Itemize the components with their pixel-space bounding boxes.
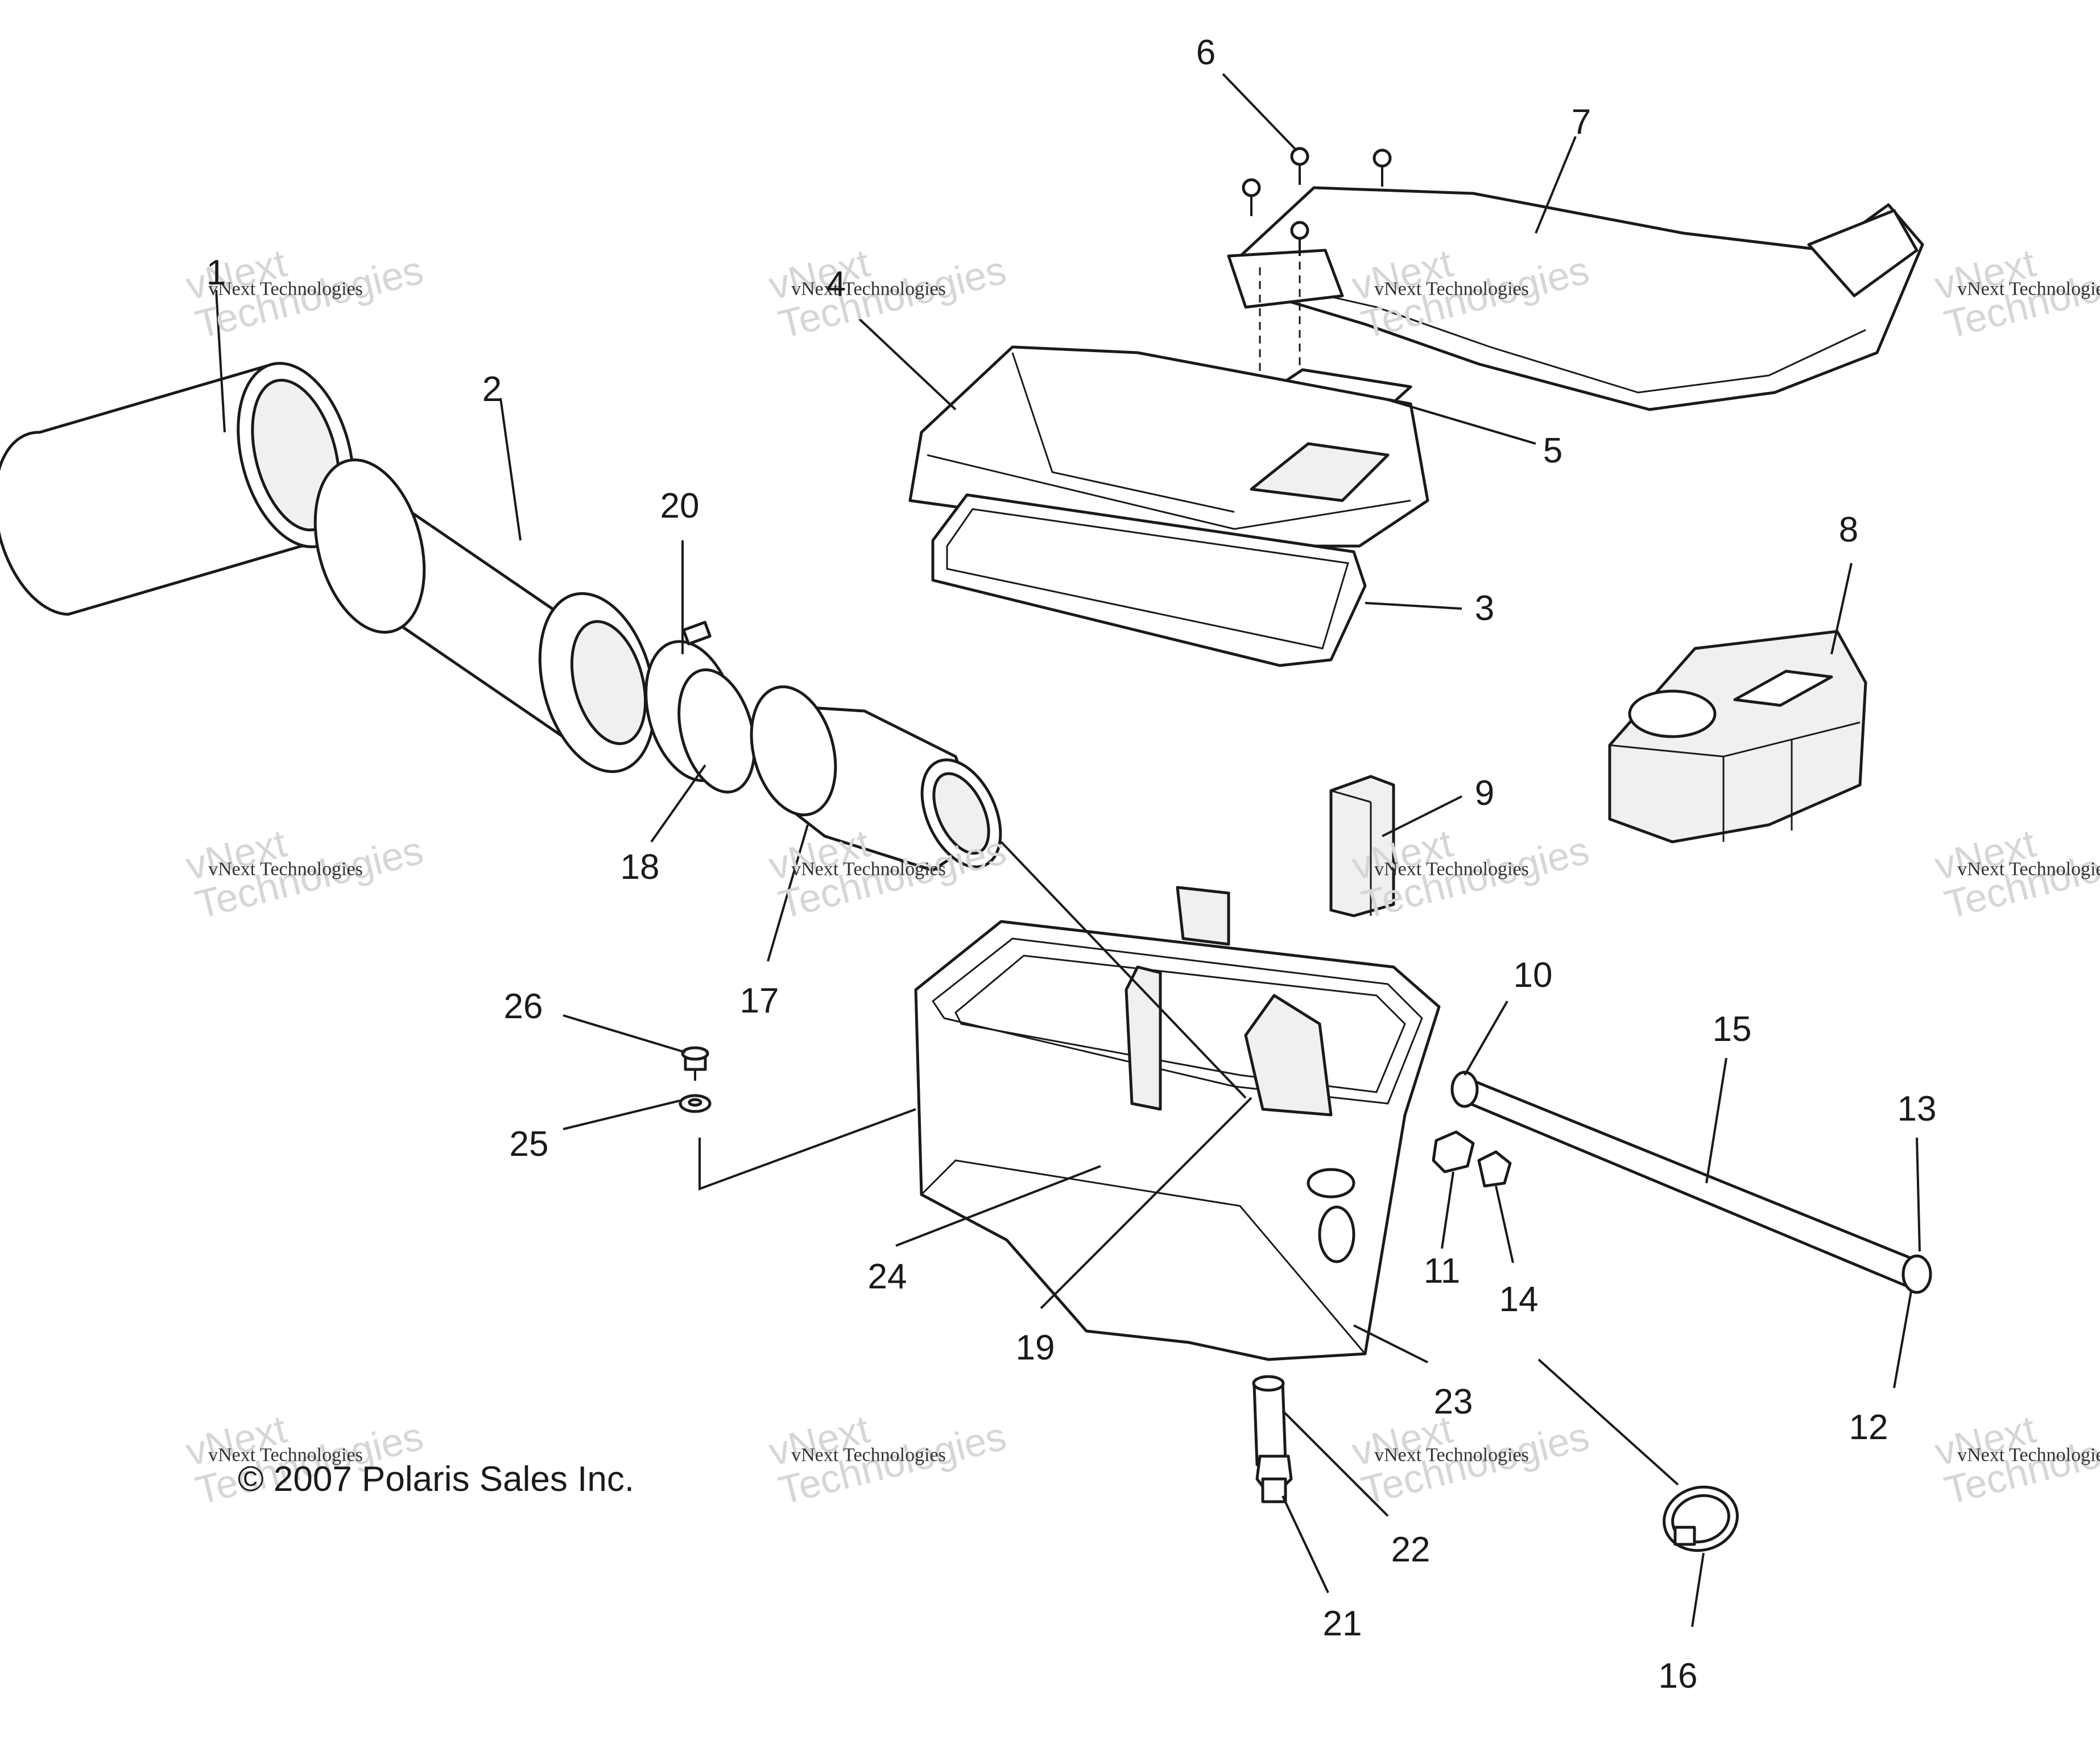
copyright-notice: © 2007 Polaris Sales Inc. <box>238 1460 635 1499</box>
part-8-foam-block <box>1608 630 1867 844</box>
callout-3: 3 <box>1474 589 1495 628</box>
callout-7: 7 <box>1571 102 1591 142</box>
callout-13: 13 <box>1897 1089 1937 1129</box>
callout-12: 12 <box>1849 1408 1888 1447</box>
callout-20: 20 <box>660 486 700 526</box>
callout-23: 23 <box>1433 1382 1473 1421</box>
part-18-20-coupler-clamp <box>644 621 756 794</box>
callout-9: 9 <box>1474 774 1495 813</box>
callout-24: 24 <box>867 1257 907 1296</box>
part-17-intake-adaptor <box>750 685 1002 872</box>
callout-17: 17 <box>739 981 779 1020</box>
part-24-airbox-housing <box>914 886 1441 1361</box>
leader-lines <box>215 73 1921 1627</box>
part-11-14-caps <box>1432 1130 1512 1188</box>
part-4-airbox-lid <box>908 345 1429 548</box>
callout-5: 5 <box>1543 431 1563 470</box>
callout-22: 22 <box>1391 1530 1431 1569</box>
callout-18: 18 <box>620 848 660 887</box>
part-9-foam-strip <box>1329 775 1395 918</box>
part-3-seal <box>931 493 1367 667</box>
callout-8: 8 <box>1838 510 1859 549</box>
callout-14: 14 <box>1499 1280 1539 1319</box>
callout-6: 6 <box>1196 33 1216 72</box>
callout-10: 10 <box>1513 956 1553 995</box>
part-21-22-drain-valve <box>1252 1375 1293 1503</box>
part-15-drain-tube <box>1450 1071 1932 1294</box>
callout-2: 2 <box>482 370 502 409</box>
part-16-hose-clamp <box>1663 1485 1739 1552</box>
part-1-prefilter-sleeve <box>0 362 355 616</box>
callout-19: 19 <box>1015 1328 1055 1367</box>
callout-4: 4 <box>826 265 846 304</box>
callout-16: 16 <box>1658 1656 1698 1696</box>
callout-15: 15 <box>1712 1010 1752 1049</box>
callout-25: 25 <box>509 1125 549 1164</box>
callout-11: 11 <box>1423 1251 1461 1291</box>
callout-1: 1 <box>206 253 226 292</box>
part-7-intake-duct <box>1227 186 1924 411</box>
callout-21: 21 <box>1322 1604 1362 1643</box>
part-2-air-filter <box>313 458 656 773</box>
callout-26: 26 <box>503 987 543 1026</box>
part-25-26-fastener <box>679 1046 712 1113</box>
